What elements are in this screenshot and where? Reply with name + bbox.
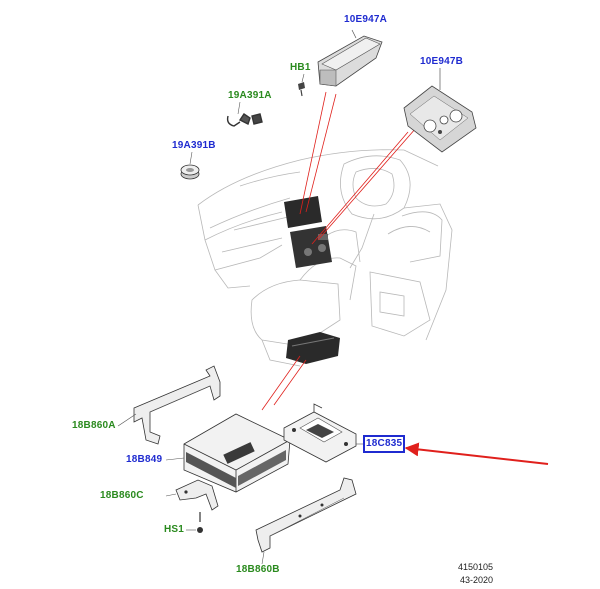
console-screens-in-vehicle: [284, 196, 332, 268]
screw-HB1: [298, 82, 305, 97]
label-HB1: HB1: [290, 62, 311, 73]
bracket-18B860B: [255, 477, 357, 553]
module-18B849: [183, 413, 291, 493]
label-18B849: 18B849: [126, 454, 163, 465]
label-19A391B: 19A391B: [172, 140, 216, 151]
reference-date: 43-2020: [460, 575, 494, 585]
label-18C835: 18C835: [362, 435, 406, 453]
location-leader-lines: [261, 91, 417, 411]
label-10E947A: 10E947A: [344, 14, 388, 25]
label-19A391A: 19A391A: [228, 90, 272, 101]
plate-18C835: [283, 403, 357, 463]
bracket-18B860A: [133, 365, 221, 445]
label-18B860C: 18B860C: [100, 490, 144, 501]
screw-HS1: [197, 512, 203, 533]
reference-number: 4150105: [458, 562, 494, 572]
label-18B860B: 18B860B: [236, 564, 280, 575]
bracket-18B860C: [175, 479, 219, 511]
harness-19A391A: [226, 113, 263, 127]
label-HS1: HS1: [164, 524, 185, 535]
speaker-19A391B: [180, 164, 200, 180]
underseat-module-in-vehicle: [286, 332, 340, 364]
display-module-10E947A: [317, 35, 383, 87]
red-arrow-icon: [404, 442, 549, 465]
label-18B860A: 18B860A: [72, 420, 116, 431]
label-10E947B: 10E947B: [420, 56, 464, 67]
control-panel-10E947B: [403, 85, 477, 153]
